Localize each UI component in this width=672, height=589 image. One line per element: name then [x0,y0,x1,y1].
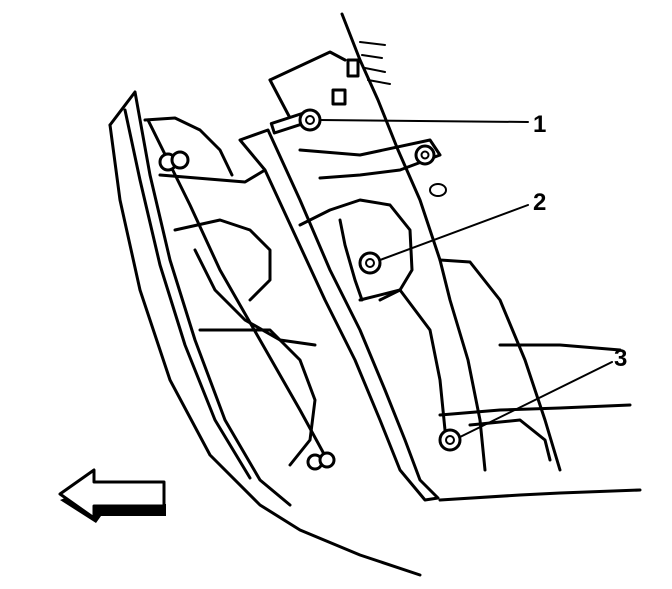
nut-lower-icon [306,451,336,471]
callout-leaders [319,119,613,438]
body-panel [268,12,642,502]
lamp-housing [108,90,422,577]
callout-label-3: 3 [614,345,627,372]
stud-top-icon [331,58,360,106]
callout-label-1: 1 [533,111,546,138]
nut-upper-right-icon [414,144,436,166]
nut-3-icon [438,428,462,452]
nut-upper-left-icon [158,150,190,172]
nut-2-icon [358,251,382,275]
arrow-left-icon [58,468,166,523]
callout-labels: 1 2 3 [533,111,627,372]
mounting-bracket [238,128,447,502]
callout-label-2: 2 [533,189,546,216]
fasteners [158,58,462,471]
bolt-1-icon [269,108,322,135]
